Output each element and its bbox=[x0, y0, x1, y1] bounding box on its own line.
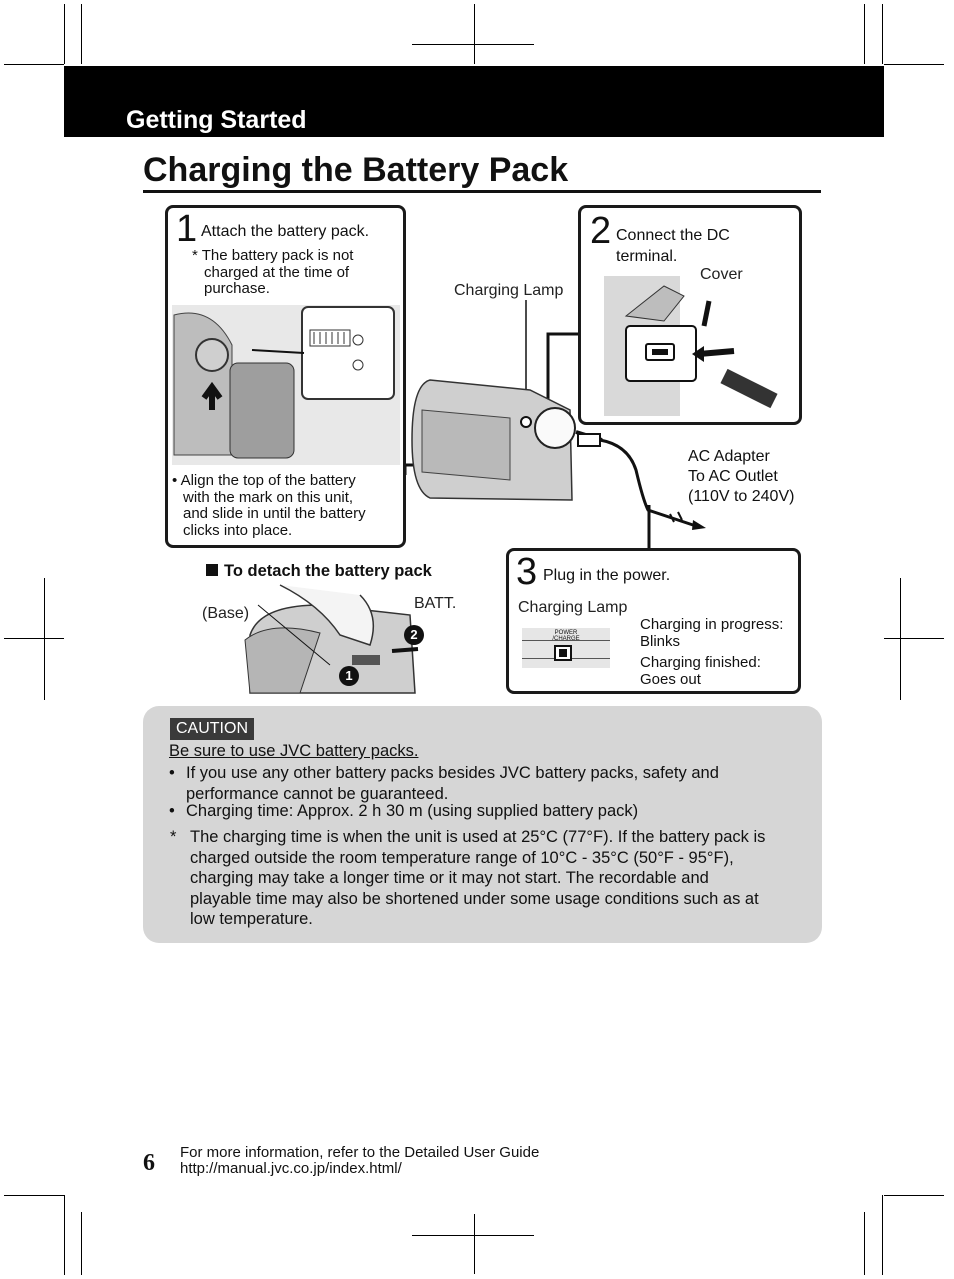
section-header-band bbox=[64, 66, 884, 137]
base-label: (Base) bbox=[202, 605, 250, 622]
page-number: 6 bbox=[143, 1150, 155, 1176]
step3-lamp-label: Charging Lamp bbox=[518, 599, 628, 616]
caution-footnote: The charging time is when the unit is us… bbox=[190, 828, 766, 928]
step3-panel bbox=[506, 548, 801, 694]
footer-url[interactable]: http://manual.jvc.co.jp/index.html/ bbox=[180, 1160, 402, 1177]
detach-heading: To detach the battery pack bbox=[206, 562, 432, 581]
caution-tag: CAUTION bbox=[170, 718, 254, 740]
step1-note: * The battery pack is not charged at the… bbox=[192, 247, 354, 297]
title-underline bbox=[143, 190, 821, 193]
caution-panel bbox=[143, 706, 822, 943]
step1-bullet: • Align the top of the battery with the … bbox=[172, 472, 366, 539]
caution-footnote-mark: * bbox=[170, 828, 177, 846]
step3-title: Plug in the power. bbox=[543, 567, 671, 584]
charging-lamp-label: Charging Lamp bbox=[454, 282, 564, 299]
page-title: Charging the Battery Pack bbox=[143, 151, 569, 189]
caution-bullet-2: •Charging time: Approx. 2 h 30 m (using … bbox=[169, 802, 639, 820]
marker-2: 2 bbox=[404, 625, 424, 645]
footer-reference: For more information, refer to the Detai… bbox=[180, 1144, 540, 1177]
step3-status: Charging in progress: Blinks Charging fi… bbox=[640, 616, 784, 688]
caution-bullet-1: •If you use any other battery packs besi… bbox=[169, 764, 719, 803]
step1-title: Attach the battery pack. bbox=[201, 223, 370, 240]
batt-label: BATT. bbox=[414, 595, 457, 612]
square-bullet-icon bbox=[206, 564, 218, 576]
caution-heading: Be sure to use JVC battery packs. bbox=[169, 742, 419, 760]
detach-illustration bbox=[244, 584, 419, 694]
camcorder-illustration bbox=[411, 379, 603, 501]
step1-number: 1 bbox=[176, 208, 198, 250]
camera-battery-illustration bbox=[172, 305, 400, 465]
dc-terminal-illustration bbox=[604, 276, 778, 416]
ac-adapter-cable bbox=[577, 433, 706, 530]
marker-1: 1 bbox=[339, 666, 359, 686]
power-charge-indicator: POWER/CHARGE bbox=[522, 628, 610, 668]
step2-title: Connect the DC terminal. bbox=[616, 227, 730, 265]
section-title: Getting Started bbox=[126, 106, 307, 134]
step3-number: 3 bbox=[516, 551, 538, 593]
ac-adapter-label: AC Adapter To AC Outlet (110V to 240V) bbox=[688, 448, 795, 505]
cover-label: Cover bbox=[700, 266, 743, 283]
step2-number: 2 bbox=[590, 210, 612, 252]
